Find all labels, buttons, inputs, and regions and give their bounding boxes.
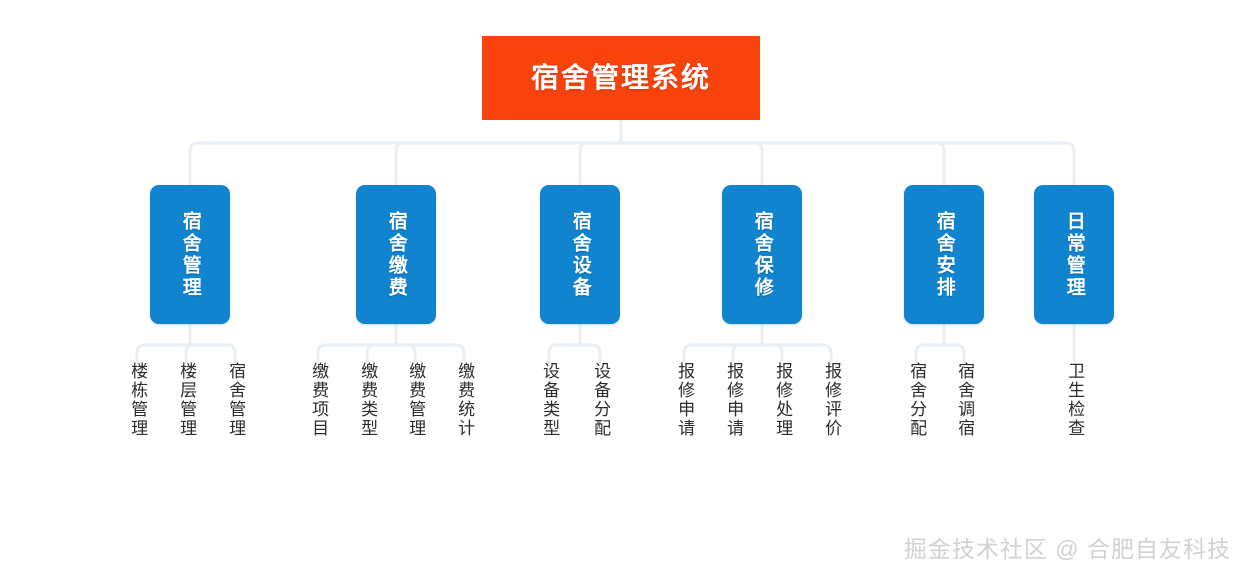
leaf-node-label: 宿舍分配 xyxy=(907,362,927,438)
leaf-node-4-3[interactable]: 报修处理 xyxy=(769,362,795,438)
leaf-node-4-4[interactable]: 报修评价 xyxy=(818,362,844,438)
branch-node-1[interactable]: 宿舍管理 xyxy=(150,185,230,324)
leaf-node-2-1[interactable]: 缴费项目 xyxy=(305,362,331,438)
leaf-node-4-1[interactable]: 报修申请 xyxy=(671,362,697,438)
leaf-node-label: 楼栋管理 xyxy=(128,362,148,438)
branch-node-label: 宿舍设备 xyxy=(569,210,591,299)
leaf-node-label: 缴费管理 xyxy=(406,362,426,438)
leaf-node-2-4[interactable]: 缴费统计 xyxy=(451,362,477,438)
leaf-node-label: 缴费统计 xyxy=(455,362,475,438)
leaf-node-label: 设备类型 xyxy=(540,362,560,438)
branch-node-label: 日常管理 xyxy=(1063,210,1085,299)
leaf-node-label: 楼层管理 xyxy=(177,362,197,438)
leaf-node-2-2[interactable]: 缴费类型 xyxy=(354,362,380,438)
root-node-label: 宿舍管理系统 xyxy=(530,62,711,93)
branch-node-label: 宿舍管理 xyxy=(179,210,201,299)
leaf-node-5-2[interactable]: 宿舍调宿 xyxy=(951,362,977,438)
branch-node-label: 宿舍缴费 xyxy=(385,210,407,299)
leaf-node-6-1[interactable]: 卫生检查 xyxy=(1061,362,1087,438)
branch-node-4[interactable]: 宿舍保修 xyxy=(722,185,802,324)
leaf-node-label: 报修申请 xyxy=(724,362,744,438)
leaf-node-label: 报修评价 xyxy=(822,362,842,438)
leaf-node-5-1[interactable]: 宿舍分配 xyxy=(903,362,929,438)
leaf-node-3-2[interactable]: 设备分配 xyxy=(587,362,613,438)
branch-node-2[interactable]: 宿舍缴费 xyxy=(356,185,436,324)
branch-node-5[interactable]: 宿舍安排 xyxy=(904,185,984,324)
leaf-node-label: 缴费类型 xyxy=(358,362,378,438)
watermark-text: 掘金技术社区 @ 合肥自友科技 xyxy=(903,536,1231,562)
leaf-node-label: 报修处理 xyxy=(773,362,793,438)
leaf-node-label: 宿舍管理 xyxy=(226,362,246,438)
leaf-node-2-3[interactable]: 缴费管理 xyxy=(402,362,428,438)
leaf-node-4-2[interactable]: 报修申请 xyxy=(720,362,746,438)
branch-node-label: 宿舍安排 xyxy=(933,210,955,299)
leaf-node-label: 缴费项目 xyxy=(309,362,329,438)
leaf-node-label: 卫生检查 xyxy=(1065,362,1085,438)
branch-node-3[interactable]: 宿舍设备 xyxy=(540,185,620,324)
leaf-node-label: 报修申请 xyxy=(675,362,695,438)
leaf-node-1-2[interactable]: 楼层管理 xyxy=(173,362,199,438)
leaf-node-1-3[interactable]: 宿舍管理 xyxy=(222,362,248,438)
branch-node-label: 宿舍保修 xyxy=(751,210,773,299)
leaf-node-label: 宿舍调宿 xyxy=(955,362,975,438)
branch-node-6[interactable]: 日常管理 xyxy=(1034,185,1114,324)
root-node-dormitory-management-system[interactable]: 宿舍管理系统 xyxy=(482,36,760,120)
leaf-node-3-1[interactable]: 设备类型 xyxy=(536,362,562,438)
leaf-node-label: 设备分配 xyxy=(591,362,611,438)
leaf-node-1-1[interactable]: 楼栋管理 xyxy=(124,362,150,438)
